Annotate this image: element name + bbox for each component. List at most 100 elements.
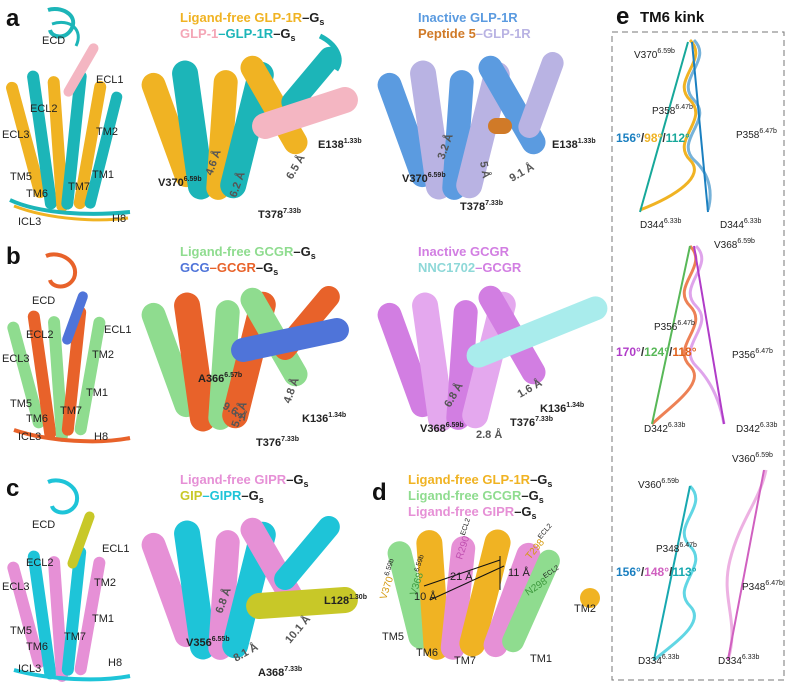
panel-d-title-2: Ligand-free GCGR–Gs — [408, 488, 544, 505]
panel-e-2-mid-left-residue: P3566.47b — [654, 320, 695, 333]
panel-e-3-bot-right-residue: D3346.33b — [718, 654, 760, 667]
overview-a-label-icl3: ICL3 — [18, 216, 41, 228]
panel-a-right-structure — [377, 52, 564, 200]
overview-a-label-h8: H8 — [112, 213, 126, 225]
panel-e-3-top-left-residue: V3606.59b — [638, 478, 679, 491]
panel-a-overview-structure — [6, 7, 131, 222]
overview-b-label-ecl3: ECL3 — [2, 353, 30, 365]
panel-c-left-distance-3: 10.1 Å — [282, 613, 313, 646]
overview-c-label-tm7: TM7 — [64, 631, 86, 643]
overview-b-label-h8: H8 — [94, 431, 108, 443]
panel-b-left-residue-t376: T3767.33b — [256, 436, 299, 449]
panel-c-letter: c — [6, 475, 19, 502]
panel-e-1-mid-left-residue: P3586.47b — [652, 104, 693, 117]
panel-b-right-structure — [377, 285, 608, 432]
overview-b-label-tm2: TM2 — [92, 349, 114, 361]
panel-c-left-structure — [141, 515, 358, 660]
panel-a-left-structure — [141, 33, 358, 200]
overview-a-label-tm5: TM5 — [10, 171, 32, 183]
panel-e: e TM6 kink V3706.59b P3586.47b P3586.47b… — [611, 3, 785, 681]
panel-e-frame — [611, 31, 785, 681]
overview-a-label-ecl1: ECL1 — [96, 74, 124, 86]
overview-b-label-tm6: TM6 — [26, 413, 48, 425]
overview-a-label-tm6: TM6 — [26, 188, 48, 200]
panel-b-right-residue-v368: V3686.59b — [420, 422, 464, 435]
overview-c-label-ecd: ECD — [32, 519, 55, 531]
panel-a-left-residue-t378: T3787.33b — [258, 208, 301, 221]
panel-b-letter: b — [6, 243, 21, 270]
overview-c-label-h8: H8 — [108, 657, 122, 669]
overview-c-label-tm1: TM1 — [92, 613, 114, 625]
panel-a-left-title-2: GLP-1–GLP-1R–Gs — [180, 26, 296, 43]
panel-b-left-structure — [141, 285, 349, 432]
panel-e-3-top-right-residue: V3606.59b — [732, 452, 773, 465]
panel-c-left-title-1: Ligand-free GIPR–Gs — [180, 472, 309, 489]
overview-a-label-tm1: TM1 — [92, 169, 114, 181]
panel-e-helix-3 — [653, 469, 768, 662]
panel-b-right-residue-t376: T3767.33b — [510, 416, 553, 429]
panel-e-2-mid-right-residue: P3566.47b — [732, 348, 773, 361]
panel-b-left-title-2: GCG–GCGR–Gs — [180, 260, 278, 277]
overview-c-label-tm5: TM5 — [10, 625, 32, 637]
panel-a-left-distance-3: 6.5 Å — [283, 152, 307, 181]
panel-a-left-residue-v370: V3706.59b — [158, 176, 202, 189]
overview-c-label-ecl3: ECL3 — [2, 581, 30, 593]
overview-b-label-tm7: TM7 — [60, 405, 82, 417]
panel-d-label-tm6: TM6 — [416, 647, 438, 659]
panel-e-3-mid-right-residue: P3486.47b — [742, 580, 783, 593]
panel-a-right-distance-3: 9.1 Å — [507, 160, 536, 184]
panel-e-helix-1 — [639, 38, 712, 213]
panel-d-label-tm2: TM2 — [574, 603, 596, 615]
panel-d-distance-21: 21 Å — [450, 570, 473, 583]
overview-b-label-tm5: TM5 — [10, 398, 32, 410]
overview-c-label-icl3: ICL3 — [18, 663, 41, 675]
panel-d-letter: d — [372, 479, 387, 506]
panel-a-left-title-1: Ligand-free GLP-1R–Gs — [180, 10, 324, 27]
panel-a-right-residue-e138: E1381.33b — [552, 138, 596, 151]
panel-d-distance-10: 10 Å — [414, 590, 437, 603]
overview-c-label-ecl2: ECL2 — [26, 557, 54, 569]
panel-b-left-distance-3: 4.8 Å — [281, 376, 302, 405]
overview-a-label-tm7: TM7 — [68, 181, 90, 193]
panel-e-letter: e — [616, 3, 629, 30]
overview-c-label-tm6: TM6 — [26, 641, 48, 653]
panel-a-right-title-1: Inactive GLP-1R — [418, 10, 518, 25]
panel-e-2-top-residue: V3686.59b — [714, 238, 755, 251]
panel-b-left-title-1: Ligand-free GCGR–Gs — [180, 244, 316, 261]
overview-a-label-ecd: ECD — [42, 35, 65, 47]
panel-d: d Ligand-free GLP-1R–Gs Ligand-free GCGR… — [372, 472, 600, 667]
panel-c: c ECD ECL1 ECL2 TM2 ECL3 TM1 TM5 TM6 TM7… — [2, 472, 367, 682]
panel-d-label-tm1: TM1 — [530, 653, 552, 665]
panel-e-3-mid-left-residue: P3486.47b — [656, 542, 697, 555]
panel-c-left-residue-l128: L1281.30b — [324, 594, 367, 607]
panel-c-left-title-2: GIP–GIPR–Gs — [180, 488, 264, 505]
panel-d-title-1: Ligand-free GLP-1R–Gs — [408, 472, 552, 489]
panel-d-distance-11: 11 Å — [508, 566, 530, 579]
panel-d-structure — [387, 529, 600, 660]
panel-e-1-mid-right-residue: P3586.47b — [736, 128, 777, 141]
panel-e-2-bot-right-residue: D3426.33b — [736, 422, 778, 435]
overview-b-label-ecd: ECD — [32, 295, 55, 307]
panel-e-helix-2 — [650, 244, 726, 426]
panel-b-overview-structure — [7, 252, 131, 444]
panel-e-3-bot-left-residue: D3346.33b — [638, 654, 680, 667]
panel-a-right-residue-v370: V3706.59b — [402, 172, 446, 185]
panel-b-right-distance-2: 2.8 Å — [476, 428, 502, 441]
panel-a-right-title-2: Peptide 5–GLP-1R — [418, 26, 531, 41]
panel-d-label-tm7: TM7 — [454, 655, 476, 667]
panel-e-2-bot-left-residue: D3426.33b — [644, 422, 686, 435]
panel-e-1-bot-right-residue: D3446.33b — [720, 218, 762, 231]
panel-e-title: TM6 kink — [640, 9, 705, 26]
overview-b-label-ecl2: ECL2 — [26, 329, 54, 341]
overview-a-label-ecl2: ECL2 — [30, 103, 58, 115]
overview-b-label-icl3: ICL3 — [18, 431, 41, 443]
panel-c-overview-structure — [7, 478, 131, 682]
panel-b-right-title-1: Inactive GCGR — [418, 244, 510, 259]
panel-a-letter: a — [6, 5, 20, 32]
panel-a: a ECD ECL1 ECL2 TM2 ECL3 TM1 TM5 TM6 TM7… — [2, 5, 596, 228]
overview-b-label-tm1: TM1 — [86, 387, 108, 399]
panel-e-3-angles: 156°/148°/113° — [616, 565, 697, 579]
overview-a-label-tm2: TM2 — [96, 126, 118, 138]
panel-b-right-residue-k136: K1361.34b — [540, 402, 584, 415]
